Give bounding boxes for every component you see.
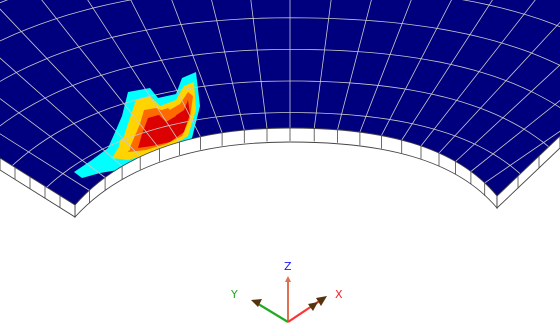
x-axis-arrowhead bbox=[316, 296, 327, 306]
x-axis-label: X bbox=[335, 288, 343, 301]
y-axis-arrowhead bbox=[251, 299, 262, 307]
y-axis-line bbox=[254, 301, 289, 323]
y-axis-label: Y bbox=[230, 288, 238, 301]
x-axis-arrowhead-2 bbox=[308, 302, 318, 311]
mesh-grid bbox=[0, 0, 560, 205]
coordinate-triad: Z Y X bbox=[230, 260, 343, 323]
contour-level-max bbox=[138, 100, 190, 148]
z-axis-label: Z bbox=[284, 260, 292, 273]
mesh-left-side-face bbox=[0, 157, 76, 218]
side-face-divisions bbox=[89, 128, 486, 204]
z-axis-arrowhead bbox=[285, 276, 291, 282]
